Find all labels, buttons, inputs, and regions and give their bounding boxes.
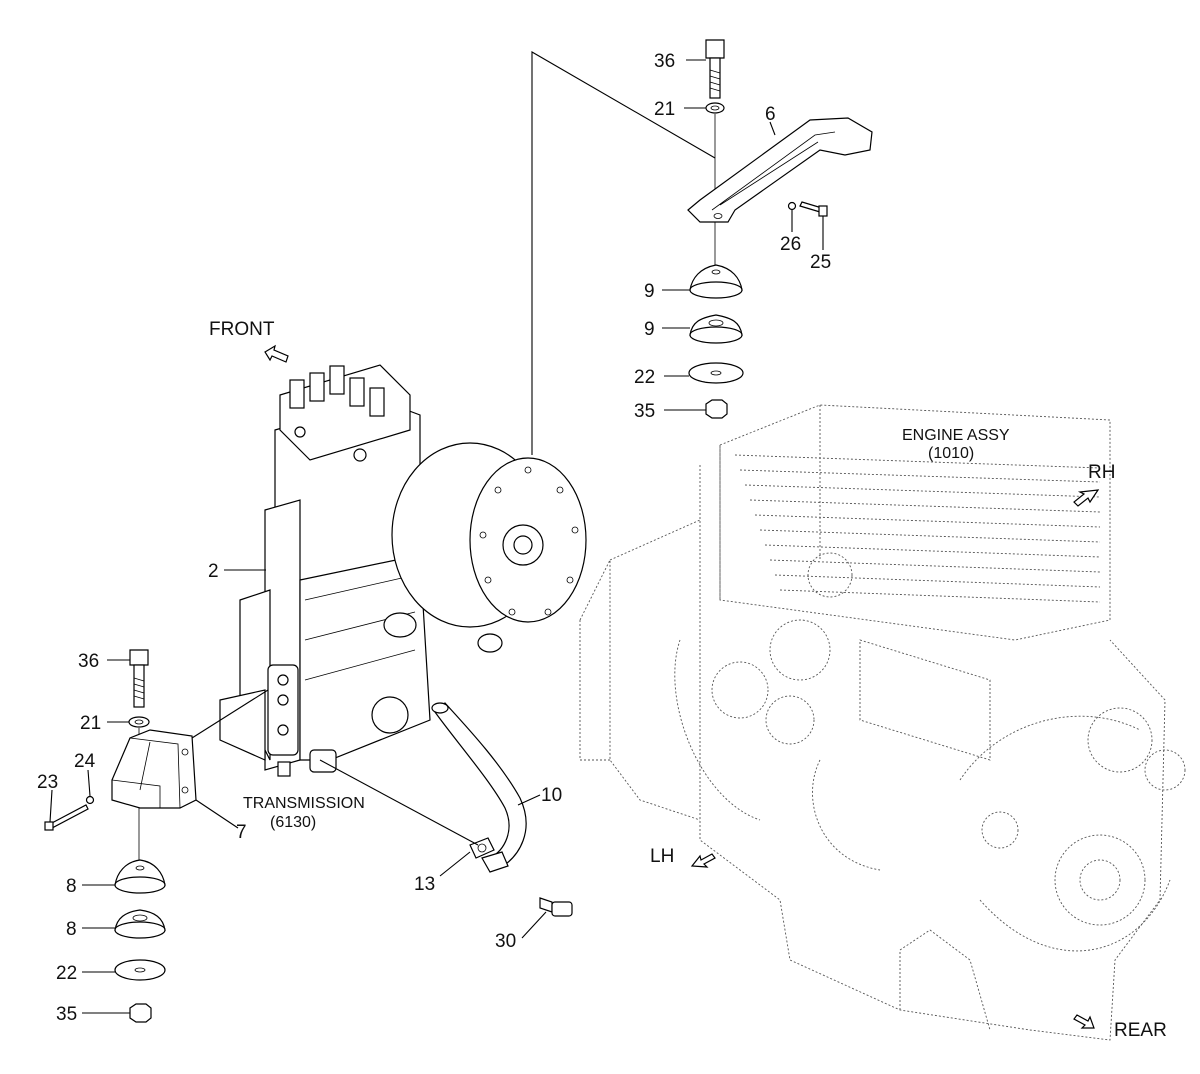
transmission-code: (6130) xyxy=(270,814,316,831)
callout-upper-washer: 21 xyxy=(654,99,675,120)
callout-lower-washer: 21 xyxy=(80,713,101,734)
callout-upper-mount-a: 9 xyxy=(644,281,655,302)
direction-arrows xyxy=(264,344,1100,1029)
callout-upper-nut: 35 xyxy=(634,401,655,422)
callout-lower-mount-b: 8 xyxy=(66,919,77,940)
callout-gasket: 13 xyxy=(414,874,435,895)
rh-arrow-icon xyxy=(1073,489,1100,507)
transmission-caption: TRANSMISSION xyxy=(243,795,365,812)
callout-crossmember: 6 xyxy=(765,104,776,125)
callout-transmission: 2 xyxy=(208,561,219,582)
callout-upper-spring-washer: 26 xyxy=(780,234,801,255)
callout-fitting: 30 xyxy=(495,931,516,952)
callout-lower-mount-a: 8 xyxy=(66,876,77,897)
engine-code: (1010) xyxy=(928,445,974,462)
callout-hose: 10 xyxy=(541,785,562,806)
hose-parts xyxy=(431,702,573,917)
leader-lines xyxy=(49,51,824,1014)
callout-upper-mount-b: 9 xyxy=(644,319,655,340)
transmission-drawing xyxy=(219,364,587,777)
engine-assembly-drawing xyxy=(579,404,1186,1041)
rear-caption: REAR xyxy=(1114,1020,1167,1041)
front-caption: FRONT xyxy=(209,319,275,340)
rh-caption: RH xyxy=(1088,462,1115,483)
callout-lower-small-bolt: 23 xyxy=(37,772,58,793)
callout-lower-bolt: 36 xyxy=(78,651,99,672)
rear-arrow-icon xyxy=(1073,1014,1095,1029)
callout-lower-spring-washer: 24 xyxy=(74,751,96,772)
lower-mount-parts xyxy=(44,649,197,1023)
callout-bracket: 7 xyxy=(236,822,247,843)
engine-caption: ENGINE ASSY xyxy=(902,427,1010,444)
callout-upper-plate-washer: 22 xyxy=(634,367,655,388)
upper-mount-parts xyxy=(687,39,873,419)
callout-lower-plate-washer: 22 xyxy=(56,963,77,984)
captions: FRONT RH LH REAR ENGINE ASSY (1010) TRAN… xyxy=(209,319,1167,1041)
front-arrow-icon xyxy=(264,344,289,363)
lh-arrow-icon xyxy=(690,853,716,868)
lh-caption: LH xyxy=(650,846,674,867)
callout-lower-nut: 35 xyxy=(56,1004,77,1025)
callout-numbers: 36 21 6 26 25 9 9 22 35 2 36 21 24 23 7 … xyxy=(37,51,831,1025)
callout-upper-small-bolt: 25 xyxy=(810,252,831,273)
callout-upper-bolt: 36 xyxy=(654,51,675,72)
